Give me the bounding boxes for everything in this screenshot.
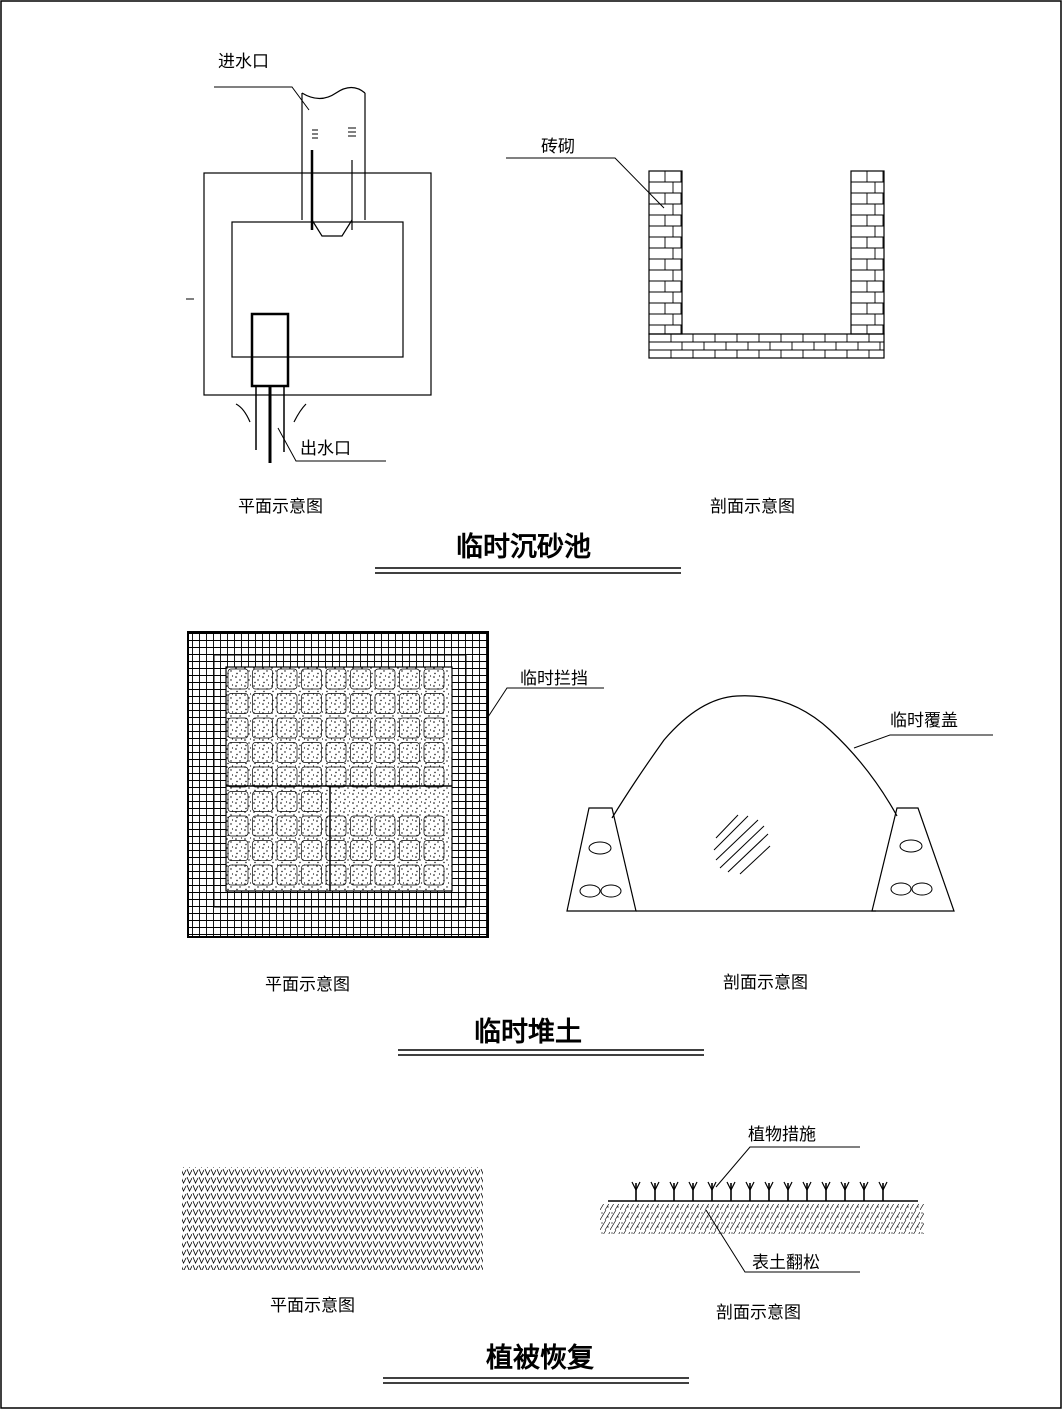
topsoil-label: 表土翻松	[752, 1253, 820, 1273]
outlet-leader	[277, 427, 386, 462]
revegetation-title: 植被恢复	[486, 1342, 595, 1374]
masonry-leader	[506, 157, 665, 209]
plant-row	[631, 1181, 888, 1201]
revegetation-section-view: 植物措施 表土翻松	[600, 1125, 924, 1273]
brick-bottom-slab	[648, 333, 885, 359]
basin-plan-view: 进水口 出水口	[186, 52, 432, 463]
soil-pile-section-view	[566, 695, 955, 912]
soil-pile-title: 临时堆土	[474, 1016, 582, 1048]
plant-label: 植物措施	[748, 1125, 816, 1145]
sandbag-icon	[911, 882, 933, 896]
basin-outer-wall	[203, 172, 432, 396]
sandbag-icon	[588, 841, 612, 855]
plant-leader	[715, 1146, 860, 1188]
topsoil-hatch	[600, 1204, 924, 1234]
sandbag-icon	[579, 884, 601, 898]
brick-left-wall	[648, 170, 683, 335]
soil-pile-plan-view	[187, 631, 489, 938]
inlet-leader	[214, 86, 310, 111]
basin-section-view: 砖砌	[506, 137, 885, 359]
revegetation-section: 植物措施 表土翻松 平面示意图 剖面示意图 植被恢复	[182, 1125, 924, 1384]
outlet-pipe	[235, 312, 307, 463]
inlet-pipe	[301, 86, 366, 237]
sandbag-icon	[890, 882, 912, 896]
temporary-cover-arc	[611, 695, 898, 819]
outlet-label: 出水口	[300, 439, 351, 459]
basin-title: 临时沉砂池	[456, 531, 591, 563]
revegetation-plan-caption: 平面示意图	[270, 1296, 355, 1316]
barrier-leader	[487, 687, 604, 718]
soil-hatch	[713, 814, 771, 875]
soil-pile-plan-caption: 平面示意图	[265, 975, 350, 995]
inlet-label: 进水口	[218, 52, 269, 72]
soil-pile-section-caption: 剖面示意图	[723, 973, 808, 993]
soil-pile-section: 临时拦挡 临时覆盖 平面示意图 剖面示意图 临时	[187, 631, 993, 1056]
sandbag-icon	[899, 839, 923, 853]
left-sandbag-barrier	[566, 807, 637, 912]
basin-plan-caption: 平面示意图	[238, 497, 323, 517]
brick-right-wall	[850, 170, 885, 335]
cover-leader	[853, 734, 993, 749]
sandbag-icon	[600, 884, 622, 898]
basin-section-caption: 剖面示意图	[710, 497, 795, 517]
masonry-label: 砖砌	[541, 137, 575, 157]
revegetation-section-caption: 剖面示意图	[716, 1303, 801, 1323]
basin-inner-pit	[231, 221, 404, 358]
right-sandbag-barrier	[871, 807, 955, 912]
cover-label: 临时覆盖	[890, 711, 958, 731]
soil-pile-cells	[226, 668, 452, 891]
grass-plan-area	[182, 1167, 483, 1270]
topsoil-leader	[705, 1209, 860, 1273]
barrier-label: 临时拦挡	[520, 669, 588, 689]
sediment-basin-section: 进水口 出水口 砖砌 平面示意图 剖面示意图 临时沉砂池	[186, 52, 885, 574]
